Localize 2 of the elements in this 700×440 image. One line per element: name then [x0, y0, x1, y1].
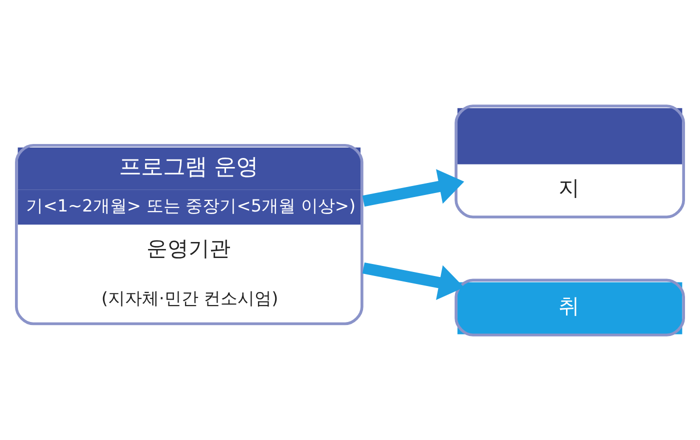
arrow — [362, 262, 464, 300]
arrow — [362, 168, 464, 206]
